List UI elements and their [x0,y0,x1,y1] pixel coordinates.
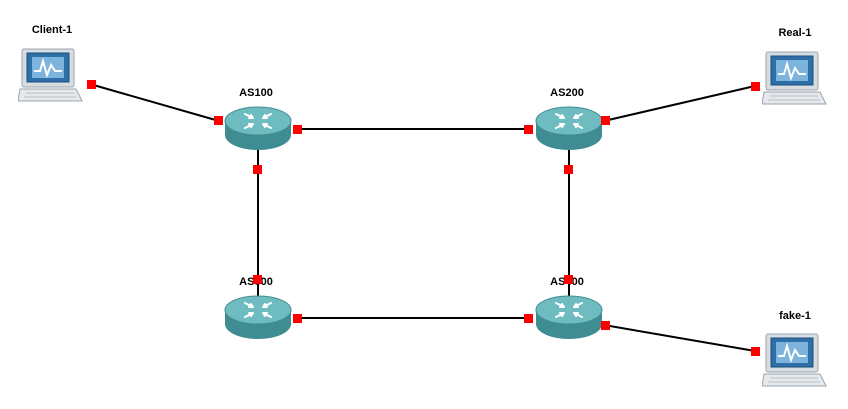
port-as100-as300-b[interactable] [253,275,262,284]
port-as200-real1-a[interactable] [601,116,610,125]
port-as400-fake1-b[interactable] [751,347,760,356]
port-as100-as200-a[interactable] [293,125,302,134]
computer-terminal-icon [761,333,827,387]
link-as200-real1[interactable] [603,85,756,122]
port-as200-real1-b[interactable] [751,82,760,91]
port-as200-as400-b[interactable] [564,275,573,284]
router-icon [224,106,292,150]
port-as100-as300-a[interactable] [253,165,262,174]
router-as200[interactable] [534,105,604,153]
node-label: fake-1 [779,310,811,322]
node-label: AS100 [239,87,273,99]
router-as300[interactable] [223,294,293,342]
link-as400-fake1[interactable] [603,324,756,352]
port-as300-as400-a[interactable] [293,314,302,323]
port-as400-fake1-a[interactable] [601,321,610,330]
port-client1-as100-b[interactable] [214,116,223,125]
port-as100-as200-b[interactable] [524,125,533,134]
host-real1[interactable] [761,50,828,108]
router-as100[interactable] [223,105,293,153]
computer-terminal-icon [17,48,83,102]
port-client1-as100-a[interactable] [87,80,96,89]
router-icon [224,295,292,339]
node-label: AS200 [550,87,584,99]
node-label: Real-1 [778,27,812,39]
port-as200-as400-a[interactable] [564,165,573,174]
link-client1-as100[interactable] [89,83,220,122]
router-as400[interactable] [534,294,604,342]
computer-terminal-icon [761,51,827,105]
host-client1[interactable] [17,47,84,105]
host-fake1[interactable] [761,332,828,390]
node-label: Client-1 [31,24,73,36]
port-as300-as400-b[interactable] [524,314,533,323]
router-icon [535,106,603,150]
router-icon [535,295,603,339]
